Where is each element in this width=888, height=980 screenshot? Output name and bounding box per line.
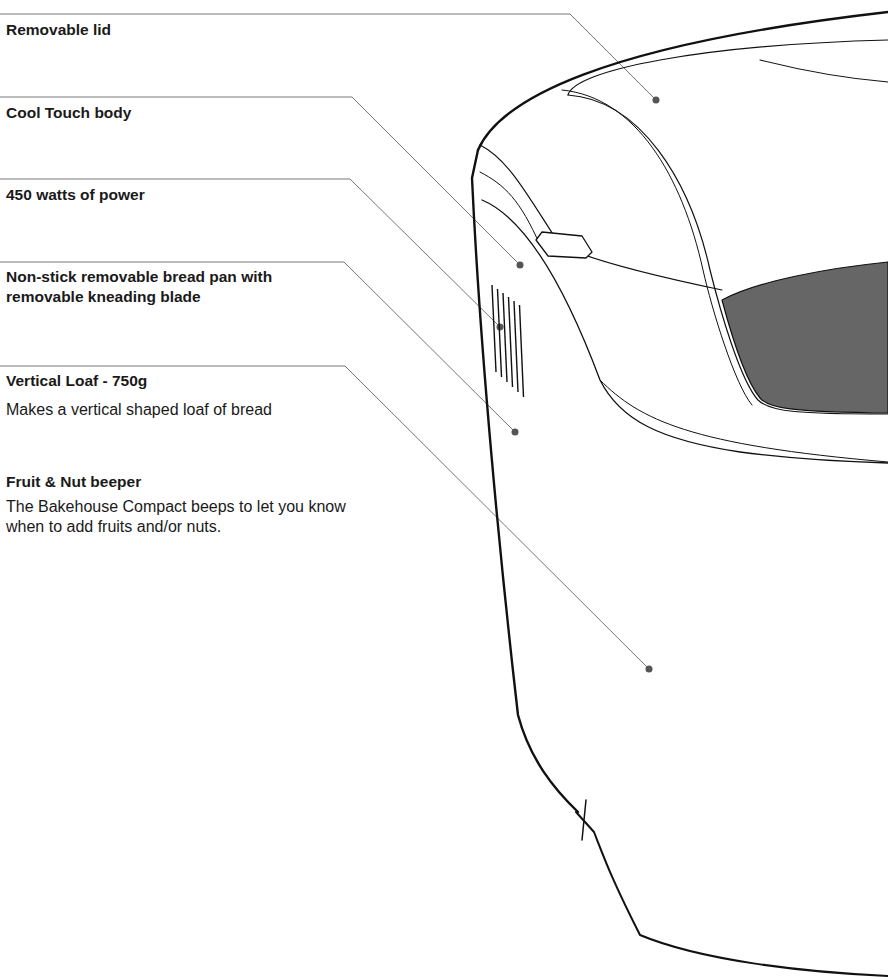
appliance-outline	[472, 12, 888, 976]
part-label: Non-stick removable bread pan with remov…	[6, 267, 336, 307]
part-label: Fruit & Nut beeper	[6, 472, 336, 492]
leader-line	[0, 262, 515, 432]
leader-line	[0, 366, 649, 669]
part-label: Cool Touch body	[6, 103, 326, 123]
feature-note: The Bakehouse Compact beeps to let you k…	[6, 497, 358, 537]
part-label: Vertical Loaf - 750g	[6, 371, 336, 391]
vent-slot	[520, 305, 524, 397]
vent-slot	[514, 301, 518, 392]
leader-line	[0, 97, 520, 265]
leader-lines	[0, 14, 656, 669]
part-label: 450 watts of power	[6, 185, 326, 205]
vent-slot	[503, 293, 507, 382]
leader-dots	[497, 97, 660, 673]
vent-slot	[492, 285, 496, 372]
vent-slots	[492, 285, 524, 397]
leader-line	[0, 179, 500, 327]
leader-line	[0, 14, 656, 100]
vent-slot	[509, 297, 513, 387]
feature-note: Makes a vertical shaped loaf of bread	[6, 400, 336, 420]
vent-slot	[498, 289, 502, 377]
part-label: Removable lid	[6, 20, 326, 40]
